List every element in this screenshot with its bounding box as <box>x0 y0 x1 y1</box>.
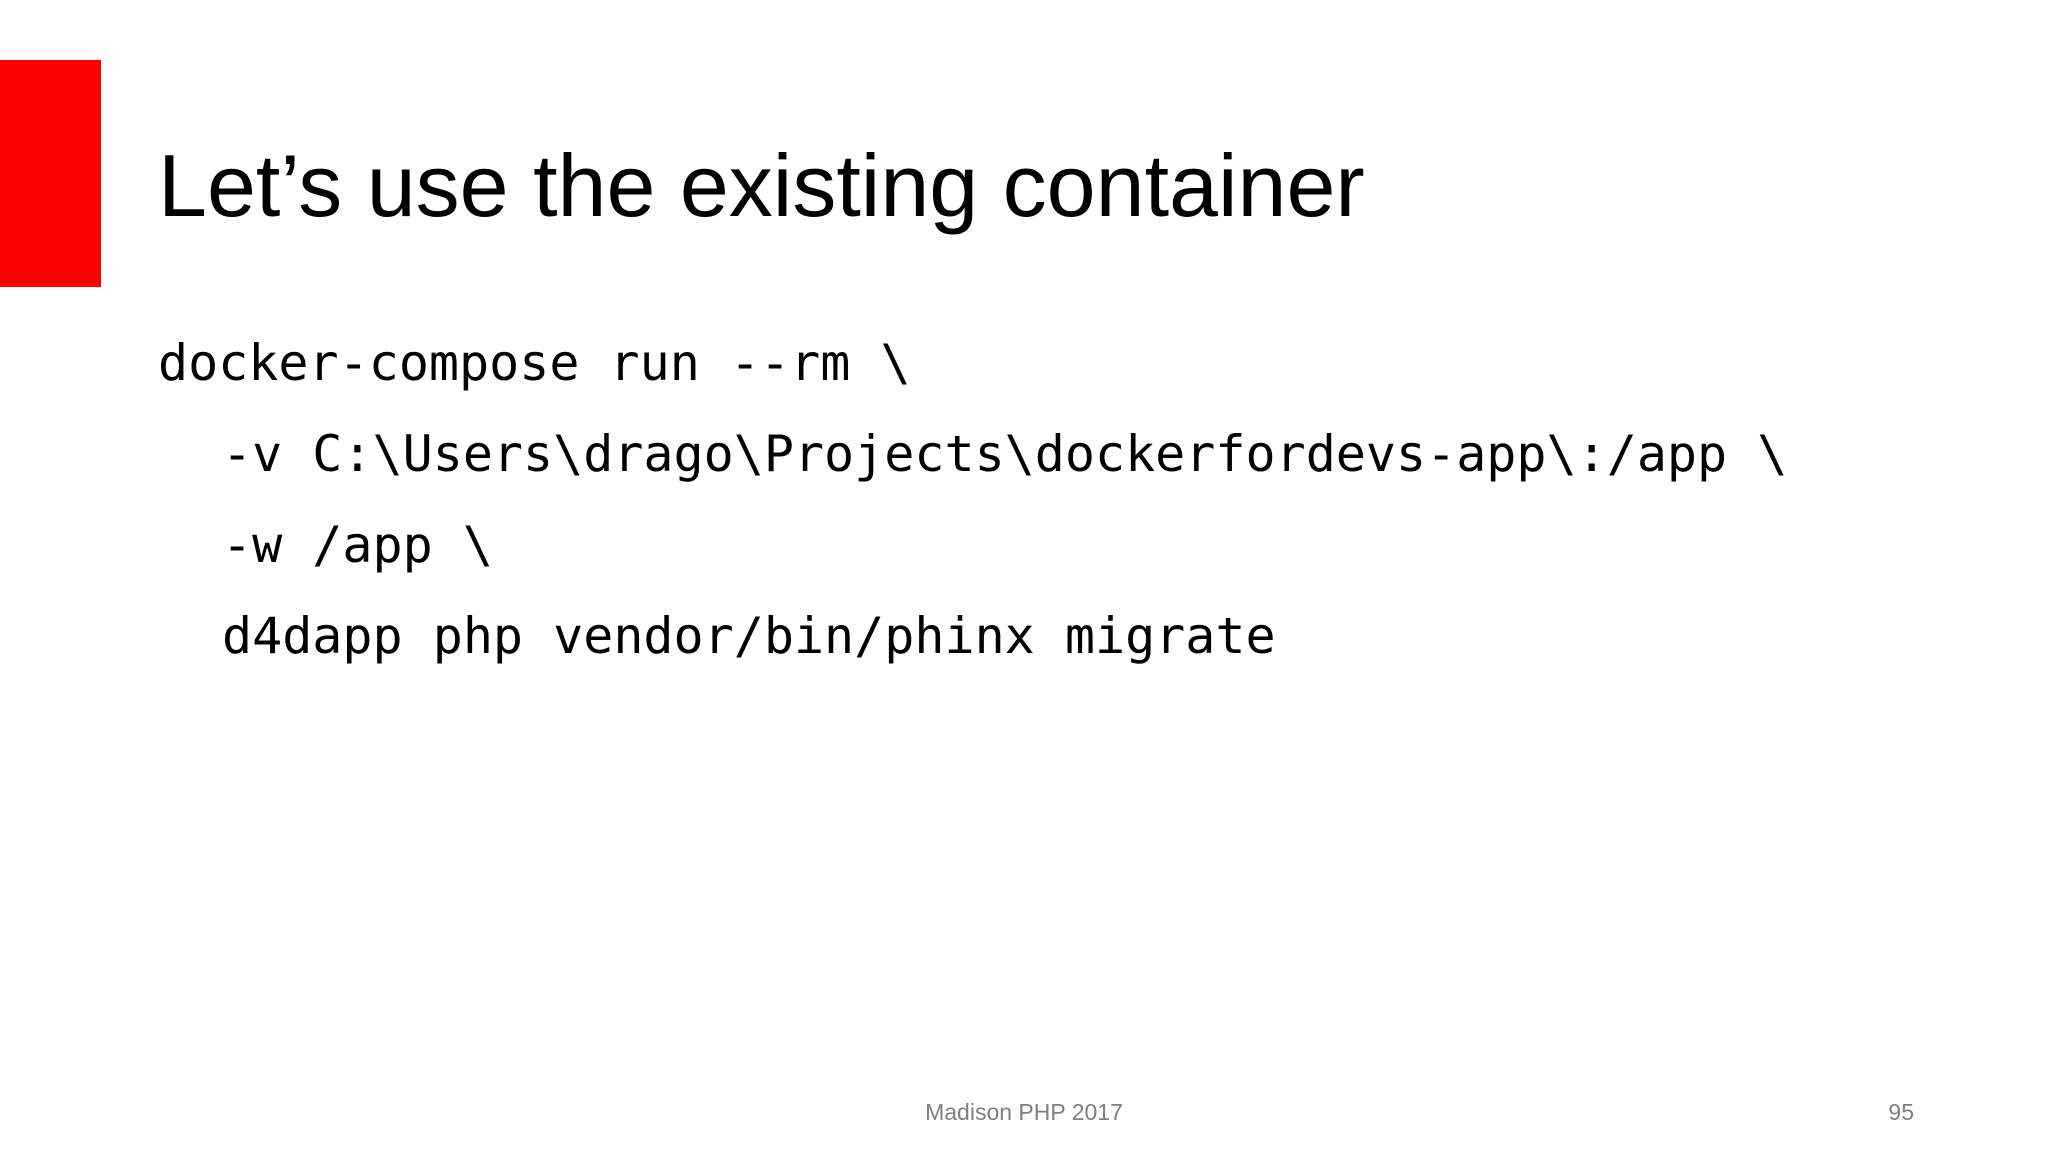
code-line-1: docker-compose run --rm \ <box>158 334 911 392</box>
accent-bar <box>0 60 101 287</box>
code-line-4: d4dapp php vendor/bin/phinx migrate <box>222 607 1276 665</box>
footer-text: Madison PHP 2017 <box>925 1099 1123 1125</box>
page-number: 95 <box>1888 1099 1914 1125</box>
code-line-3: -w /app \ <box>222 516 493 574</box>
slide-title: Let’s use the existing container <box>158 136 1365 235</box>
code-block: docker-compose run --rm \ -v C:\Users\dr… <box>158 318 1978 682</box>
code-line-2: -v C:\Users\drago\Projects\dockerfordevs… <box>222 425 1788 483</box>
